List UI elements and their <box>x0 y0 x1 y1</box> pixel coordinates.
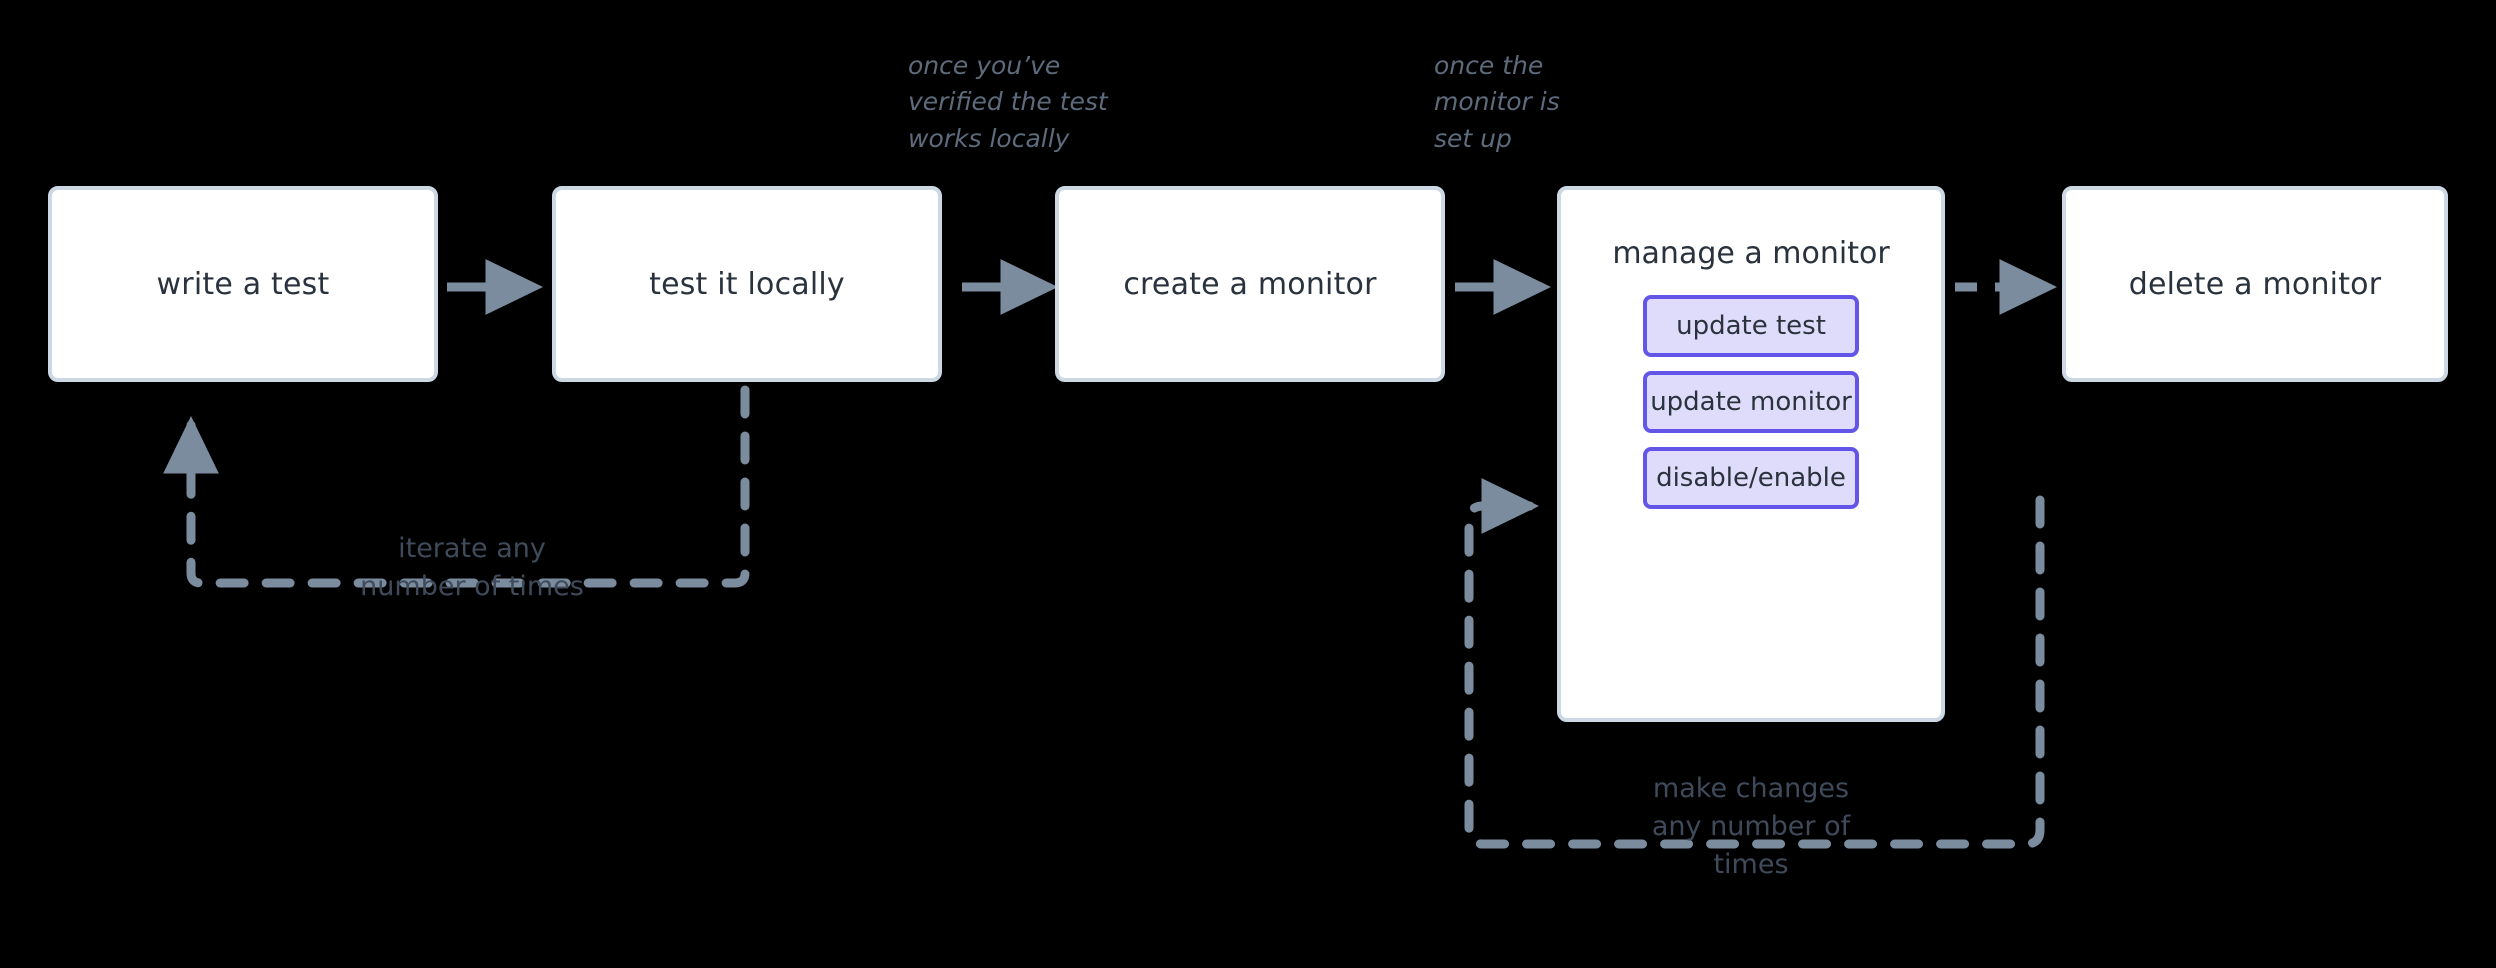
node-label: create a monitor <box>1123 266 1377 302</box>
sub-item-label: update monitor <box>1650 387 1852 417</box>
arrow-iterate-return <box>163 385 750 588</box>
node-test-it-locally[interactable]: test it locally <box>552 186 942 382</box>
sub-item-label: disable/enable <box>1656 463 1846 493</box>
node-delete-a-monitor[interactable]: delete a monitor <box>2062 186 2448 382</box>
node-label: delete a monitor <box>2128 266 2382 302</box>
node-label: test it locally <box>649 266 845 302</box>
annotation-verified-locally: once you’ve verified the test works loca… <box>908 51 1108 153</box>
annotation-monitor-set-up: once the monitor is set up <box>1434 51 1560 153</box>
node-create-a-monitor[interactable]: create a monitor <box>1055 186 1445 382</box>
loop-label-iterate: iterate any number of times <box>360 533 584 602</box>
sub-item-disable-enable[interactable]: disable/enable <box>1643 447 1859 509</box>
loop-label-make-changes: make changes any number of times <box>1651 773 1851 880</box>
node-write-a-test[interactable]: write a test <box>48 186 438 382</box>
group-title: manage a monitor <box>1612 236 1890 271</box>
sub-item-update-monitor[interactable]: update monitor <box>1643 371 1859 433</box>
sub-item-update-test[interactable]: update test <box>1643 295 1859 357</box>
node-manage-a-monitor[interactable]: manage a monitor update test update moni… <box>1557 186 1945 722</box>
sub-item-label: update test <box>1676 311 1826 341</box>
node-label: write a test <box>156 266 330 302</box>
arrow-make-changes-return <box>1464 478 2045 849</box>
